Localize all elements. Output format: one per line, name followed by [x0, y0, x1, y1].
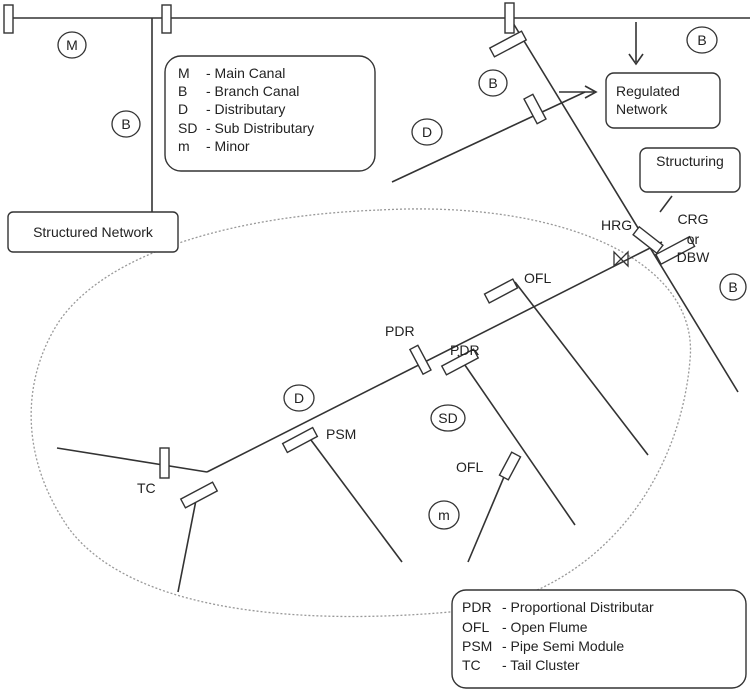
legend-desc-b: - Branch Canal — [206, 83, 299, 99]
regulated-network-label-line2: Network — [616, 101, 668, 117]
distributary-head-gate — [523, 93, 547, 125]
legend-desc-minor: - Minor — [206, 138, 250, 154]
pdr-offtake-line — [457, 354, 576, 526]
main-canal-circle-label: M — [66, 37, 78, 53]
ofl-label-upper: OFL — [524, 270, 551, 286]
distributary-upper — [391, 91, 586, 183]
minor-circle: m — [428, 500, 460, 530]
branch-circle-left-label: B — [121, 116, 130, 132]
legend-desc-tc: - Tail Cluster — [502, 657, 580, 673]
branch-circle-mid: B — [478, 69, 508, 97]
legend-structures: PDR - Proportional Distributar OFL - Ope… — [451, 589, 747, 689]
tc-label: TC — [137, 480, 156, 496]
branch-circle-left: B — [111, 110, 141, 138]
structuring-box: Structuring — [639, 147, 741, 193]
psm-offtake-line — [304, 431, 403, 563]
tc-gate-vertical — [159, 447, 170, 479]
main-canal-gate-left — [161, 4, 172, 34]
distributary-circle-inner-label: D — [294, 390, 304, 406]
crg-label-line2: or — [687, 231, 700, 247]
ofl-offtake-line — [514, 281, 649, 456]
legend-desc-pdr: - Proportional Distributar — [502, 599, 654, 615]
main-canal-head-gate — [3, 4, 14, 34]
main-canal-gate-right — [504, 2, 515, 34]
structured-network-label: Structured Network — [33, 224, 154, 240]
main-canal-circle: M — [57, 31, 87, 59]
hrg-label: HRG — [601, 217, 632, 233]
regulated-network-box: Regulated Network — [605, 72, 721, 129]
distributary-circle-top: D — [411, 118, 443, 146]
legend-abbr-psm: PSM — [462, 638, 492, 654]
branch-circle-bottom-right: B — [719, 273, 747, 301]
crg-label-line1: CRG — [677, 211, 708, 227]
ofl-gate-lower — [498, 451, 522, 481]
branch-circle-bottom-right-label: B — [728, 279, 737, 295]
psm-label: PSM — [326, 426, 356, 442]
legend-desc-m: - Main Canal — [206, 65, 285, 81]
distributary-circle-top-label: D — [422, 124, 432, 140]
right-arrow-head — [584, 85, 598, 99]
legend-abbr-tc: TC — [462, 657, 481, 673]
hrg-gate — [632, 225, 664, 255]
tc-gate-diagonal — [179, 481, 219, 509]
legend-abbr-sd: SD — [178, 120, 197, 136]
branch-head-gate — [488, 30, 528, 58]
psm-gate — [281, 426, 319, 454]
ofl-gate-upper — [483, 278, 519, 304]
legend-abbr-d: D — [178, 101, 188, 117]
pdr-label-upper: PDR — [385, 323, 415, 339]
branch-circle-top-right: B — [686, 26, 718, 54]
legend-desc-psm: - Pipe Semi Module — [502, 638, 624, 654]
hrg-valve-icon — [613, 250, 629, 268]
tail-line-down — [177, 489, 199, 593]
crg-label-line3: DBW — [677, 249, 710, 265]
branch-circle-mid-label: B — [488, 75, 497, 91]
structuring-label: Structuring — [656, 153, 724, 169]
crg-gate — [654, 235, 696, 266]
pdr-label-right: PDR — [450, 342, 480, 358]
pdr-gate-upper — [408, 344, 432, 376]
down-arrow-head — [628, 53, 644, 66]
sub-distributary-circle-label: SD — [438, 410, 457, 426]
legend-canal-types: M - Main Canal B - Branch Canal D - Dist… — [164, 55, 376, 172]
sub-distributary-circle: SD — [430, 404, 466, 432]
minor-circle-label: m — [438, 507, 450, 523]
pdr-gate-right — [440, 348, 480, 376]
legend-abbr-ofl: OFL — [462, 619, 489, 635]
tail-line-left — [56, 447, 208, 473]
ofl-label-lower: OFL — [456, 459, 483, 475]
legend-desc-d: - Distributary — [206, 101, 285, 117]
legend-desc-ofl: - Open Flume — [502, 619, 588, 635]
structured-network-box: Structured Network — [7, 211, 179, 253]
branch-circle-top-right-label: B — [697, 32, 706, 48]
structuring-pointer — [659, 195, 673, 213]
distributary-inner — [206, 241, 663, 473]
command-area-boundary — [30, 208, 692, 618]
branch-canal-diagonal — [509, 17, 739, 393]
distributary-circle-inner: D — [283, 384, 315, 412]
legend-desc-sd: - Sub Distributary — [206, 120, 314, 136]
legend-abbr-minor: m — [178, 138, 190, 154]
legend-abbr-m: M — [178, 65, 190, 81]
legend-abbr-pdr: PDR — [462, 599, 492, 615]
legend-abbr-b: B — [178, 83, 187, 99]
regulated-network-label-line1: Regulated — [616, 83, 680, 99]
